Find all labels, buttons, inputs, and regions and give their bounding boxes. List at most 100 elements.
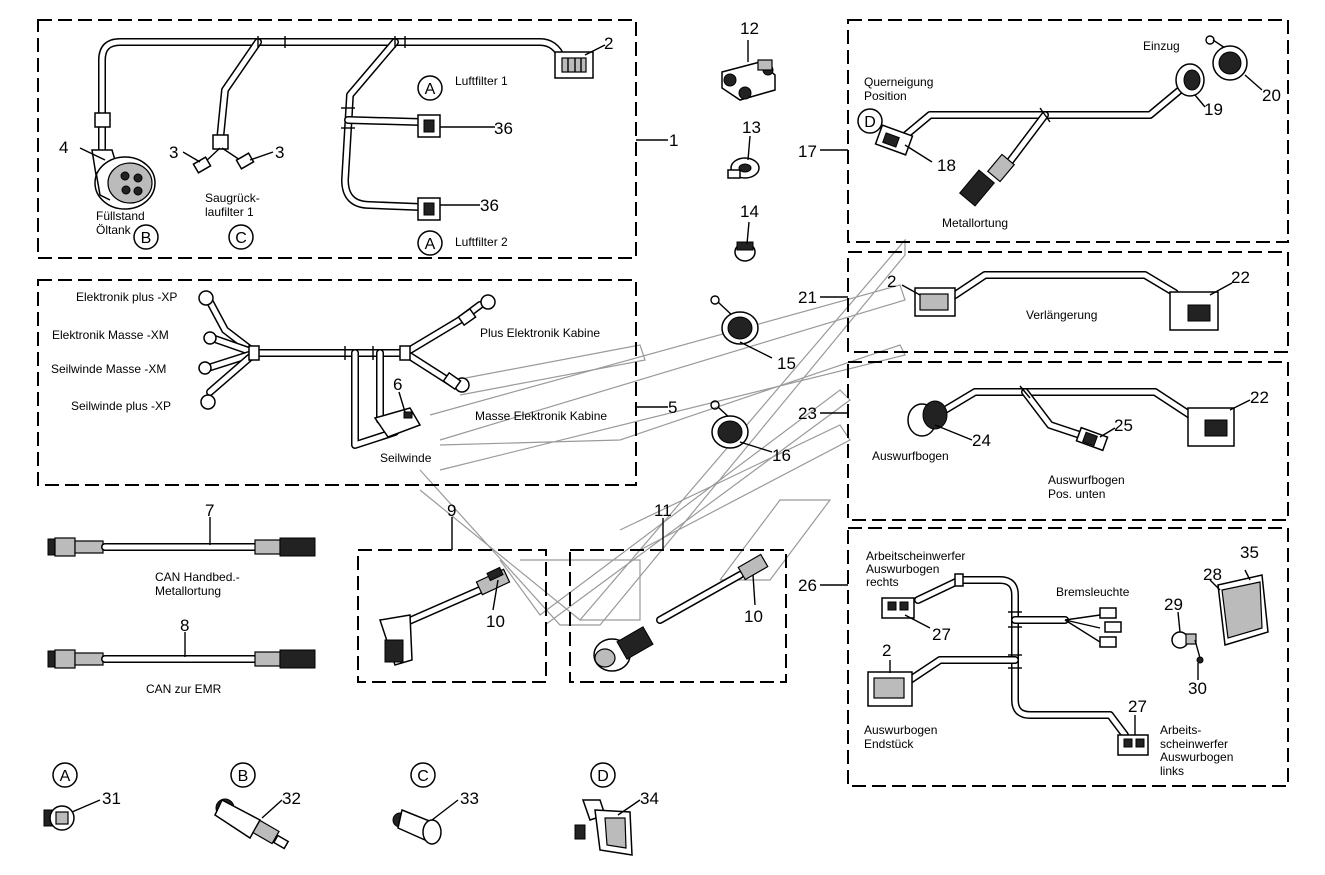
part-16-cap	[710, 400, 749, 449]
label-masse-elektronik-kabine: Masse Elektronik Kabine	[475, 409, 607, 423]
label-metallortung: Metallortung	[942, 216, 1008, 230]
callout-23: 23	[798, 404, 817, 423]
harness-21	[914, 271, 1219, 331]
connector-18	[874, 124, 914, 156]
callout-10-right: 10	[744, 607, 763, 626]
callout-31: 31	[102, 789, 121, 808]
letter-circle-b-tank	[133, 224, 159, 250]
callout-21: 21	[798, 288, 817, 307]
oeltank-sensor-4	[91, 149, 156, 210]
label-asw-links-1: Arbeits-	[1160, 723, 1201, 737]
label-plus-elektronik-kabine: Plus Elektronik Kabine	[480, 326, 600, 340]
callout-24: 24	[972, 431, 991, 450]
label-querneigung-1: Querneigung	[864, 75, 933, 89]
box-group-17	[847, 19, 1289, 243]
callout-7: 7	[205, 501, 214, 520]
sleeve	[212, 134, 229, 150]
callout-32: 32	[282, 789, 301, 808]
letter-circle-a-top	[417, 75, 443, 101]
label-endstueck-2: Endstück	[864, 737, 914, 751]
harness-26	[867, 573, 1269, 756]
relay-6	[373, 407, 422, 438]
part-12-t-fitting	[721, 59, 776, 101]
label-elektronik-masse-xm: Elektronik Masse -XM	[52, 328, 169, 342]
label-bremsleuchte: Bremsleuchte	[1056, 585, 1130, 599]
callout-25: 25	[1114, 416, 1133, 435]
callout-11: 11	[654, 501, 672, 520]
callout-28: 28	[1203, 565, 1222, 584]
label-querneigung-2: Position	[864, 89, 907, 103]
callout-12: 12	[740, 19, 759, 38]
label-asw-rechts-1: Arbeitscheinwerfer	[866, 549, 965, 563]
letter-circle-a-mid	[417, 230, 443, 256]
label-can-emr: CAN zur EMR	[146, 682, 222, 696]
label-asw-rechts-2: Auswurbogen	[866, 562, 939, 576]
part-14-clip	[734, 241, 756, 262]
label-elektronik-plus-xp: Elektronik plus -XP	[76, 290, 177, 304]
text-labels: Luftfilter 1 Luftfilter 2 Füllstand Ölta…	[51, 39, 1233, 778]
connector-2-group26	[867, 671, 913, 707]
callout-33: 33	[460, 789, 479, 808]
label-asw-links-2: scheinwerfer	[1160, 737, 1228, 751]
sensor-31	[43, 805, 75, 831]
metallortung-connector	[958, 153, 1016, 207]
sensor-34	[574, 799, 633, 856]
callout-1: 1	[669, 131, 678, 150]
box-group-23	[847, 361, 1289, 521]
letter-circle-c-legend	[410, 762, 436, 788]
harness-17	[874, 35, 1248, 207]
ghost-arrow-outline	[419, 238, 906, 626]
cable-9	[379, 566, 511, 666]
cable-11	[593, 553, 769, 672]
connector-2-group21	[914, 287, 956, 317]
callout-6: 6	[393, 375, 402, 394]
connector-19	[1175, 63, 1205, 97]
label-saugrueck-1: Saugrück-	[205, 191, 260, 205]
callout-29: 29	[1164, 595, 1183, 614]
part-13-clamp	[727, 157, 760, 179]
label-auswurfbogen: Auswurfbogen	[872, 449, 949, 463]
callout-27-left: 27	[1128, 697, 1147, 716]
callout-5: 5	[668, 398, 677, 417]
sensor-33	[392, 808, 442, 845]
letter-circle-c-filter	[228, 224, 254, 250]
label-auswurfbogen-pos-2: Pos. unten	[1048, 487, 1105, 501]
bulb-29	[1171, 631, 1197, 649]
letter-circle-a-legend	[52, 762, 78, 788]
connector-27-left	[1117, 734, 1149, 756]
callout-27-right: 27	[932, 625, 951, 644]
label-asw-links-4: links	[1160, 764, 1184, 778]
label-einzug: Einzug	[1143, 39, 1180, 53]
letter-circle-b-legend	[230, 762, 256, 788]
label-seilwinde-plus-xp: Seilwinde plus -XP	[71, 399, 171, 413]
label-saugrueck-2: laufilter 1	[205, 205, 254, 219]
label-can-handbed-1: CAN Handbed.-	[155, 570, 240, 584]
label-auswurfbogen-pos-1: Auswurfbogen	[1048, 473, 1125, 487]
brake-light-28-35	[1217, 574, 1269, 646]
box-group-1	[37, 19, 637, 259]
connector-24	[907, 400, 948, 437]
callout-36-bottom: 36	[480, 196, 499, 215]
harness-1	[91, 36, 594, 221]
screw-30	[1194, 639, 1204, 664]
harness-5	[198, 290, 496, 449]
part-15-cap	[710, 295, 759, 345]
terminals-3	[192, 147, 255, 174]
box-group-5	[37, 279, 637, 486]
label-asw-links-3: Auswurbogen	[1160, 750, 1233, 764]
label-endstueck-1: Auswurbogen	[864, 723, 937, 737]
label-asw-rechts-3: rechts	[866, 575, 899, 589]
letter-d-top: D	[864, 114, 876, 131]
callout-22-group21: 22	[1231, 268, 1250, 287]
callout-30: 30	[1188, 679, 1207, 698]
letter-b-tank: B	[141, 230, 152, 247]
callout-22-group23: 22	[1250, 388, 1269, 407]
callout-3-right: 3	[275, 143, 284, 162]
letter-a-top: A	[425, 81, 436, 98]
letter-d-legend: D	[597, 768, 609, 785]
callout-26: 26	[798, 576, 817, 595]
leader-lines	[71, 40, 1263, 821]
label-seilwinde: Seilwinde	[380, 451, 432, 465]
label-fuellstand: Füllstand	[96, 209, 145, 223]
